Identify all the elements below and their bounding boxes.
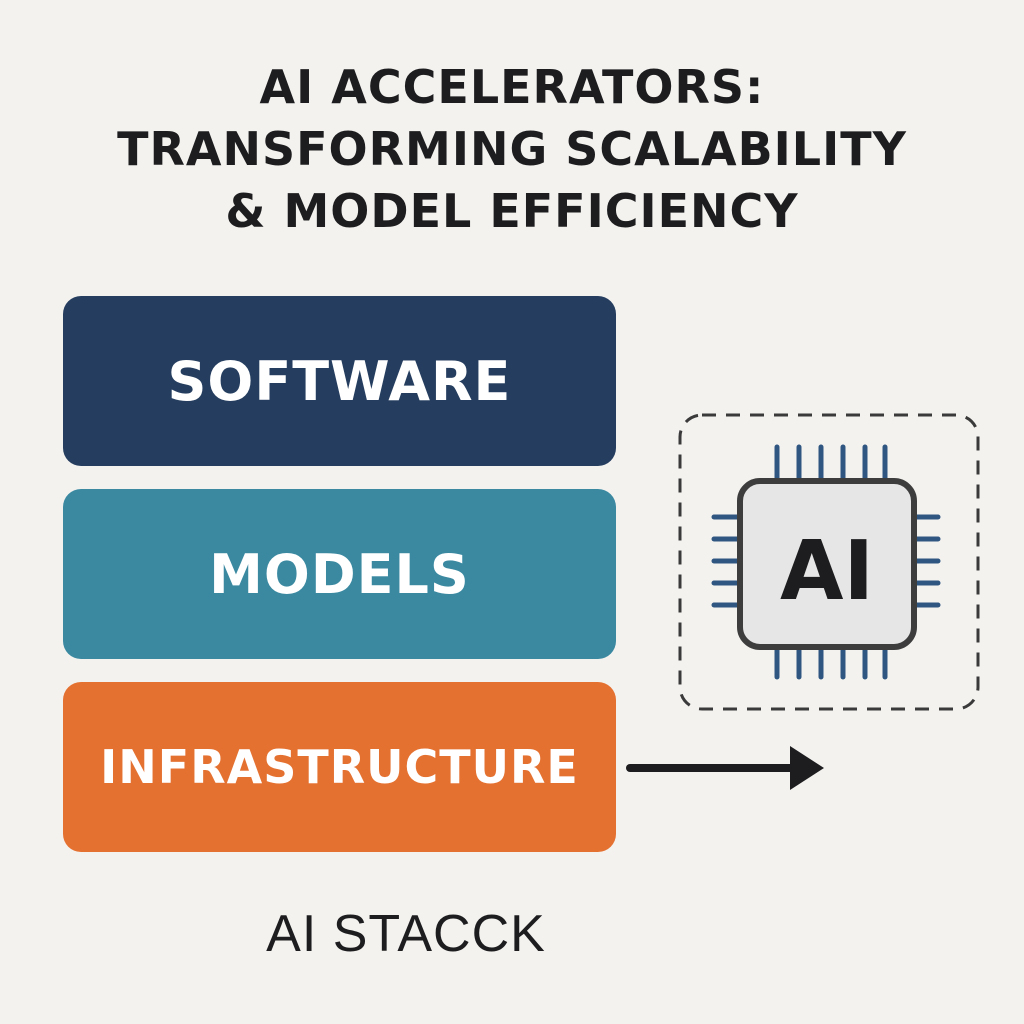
layer-models: MODELS	[63, 489, 616, 659]
stack-caption: AI STACCK	[266, 905, 546, 963]
accelerator-chip: AI	[678, 413, 980, 711]
right-arrow-icon	[626, 746, 824, 790]
title-line-2: TRANSFORMING SCALABILITY	[117, 122, 907, 176]
layer-infrastructure-label: INFRASTRUCTURE	[100, 740, 579, 794]
layer-software: SOFTWARE	[63, 296, 616, 466]
layer-infrastructure: INFRASTRUCTURE	[63, 682, 616, 852]
chip-body	[737, 478, 917, 650]
diagram-title: AI ACCELERATORS: TRANSFORMING SCALABILIT…	[0, 56, 1024, 242]
dashed-boundary	[678, 413, 980, 711]
layer-software-label: SOFTWARE	[167, 349, 512, 413]
chip-pins-top	[774, 444, 888, 486]
title-line-1: AI ACCELERATORS:	[259, 60, 765, 114]
chip-pins-right	[911, 514, 941, 608]
title-line-3: & MODEL EFFICIENCY	[225, 184, 799, 238]
chip-label: AI	[780, 524, 874, 619]
layer-models-label: MODELS	[209, 542, 470, 606]
